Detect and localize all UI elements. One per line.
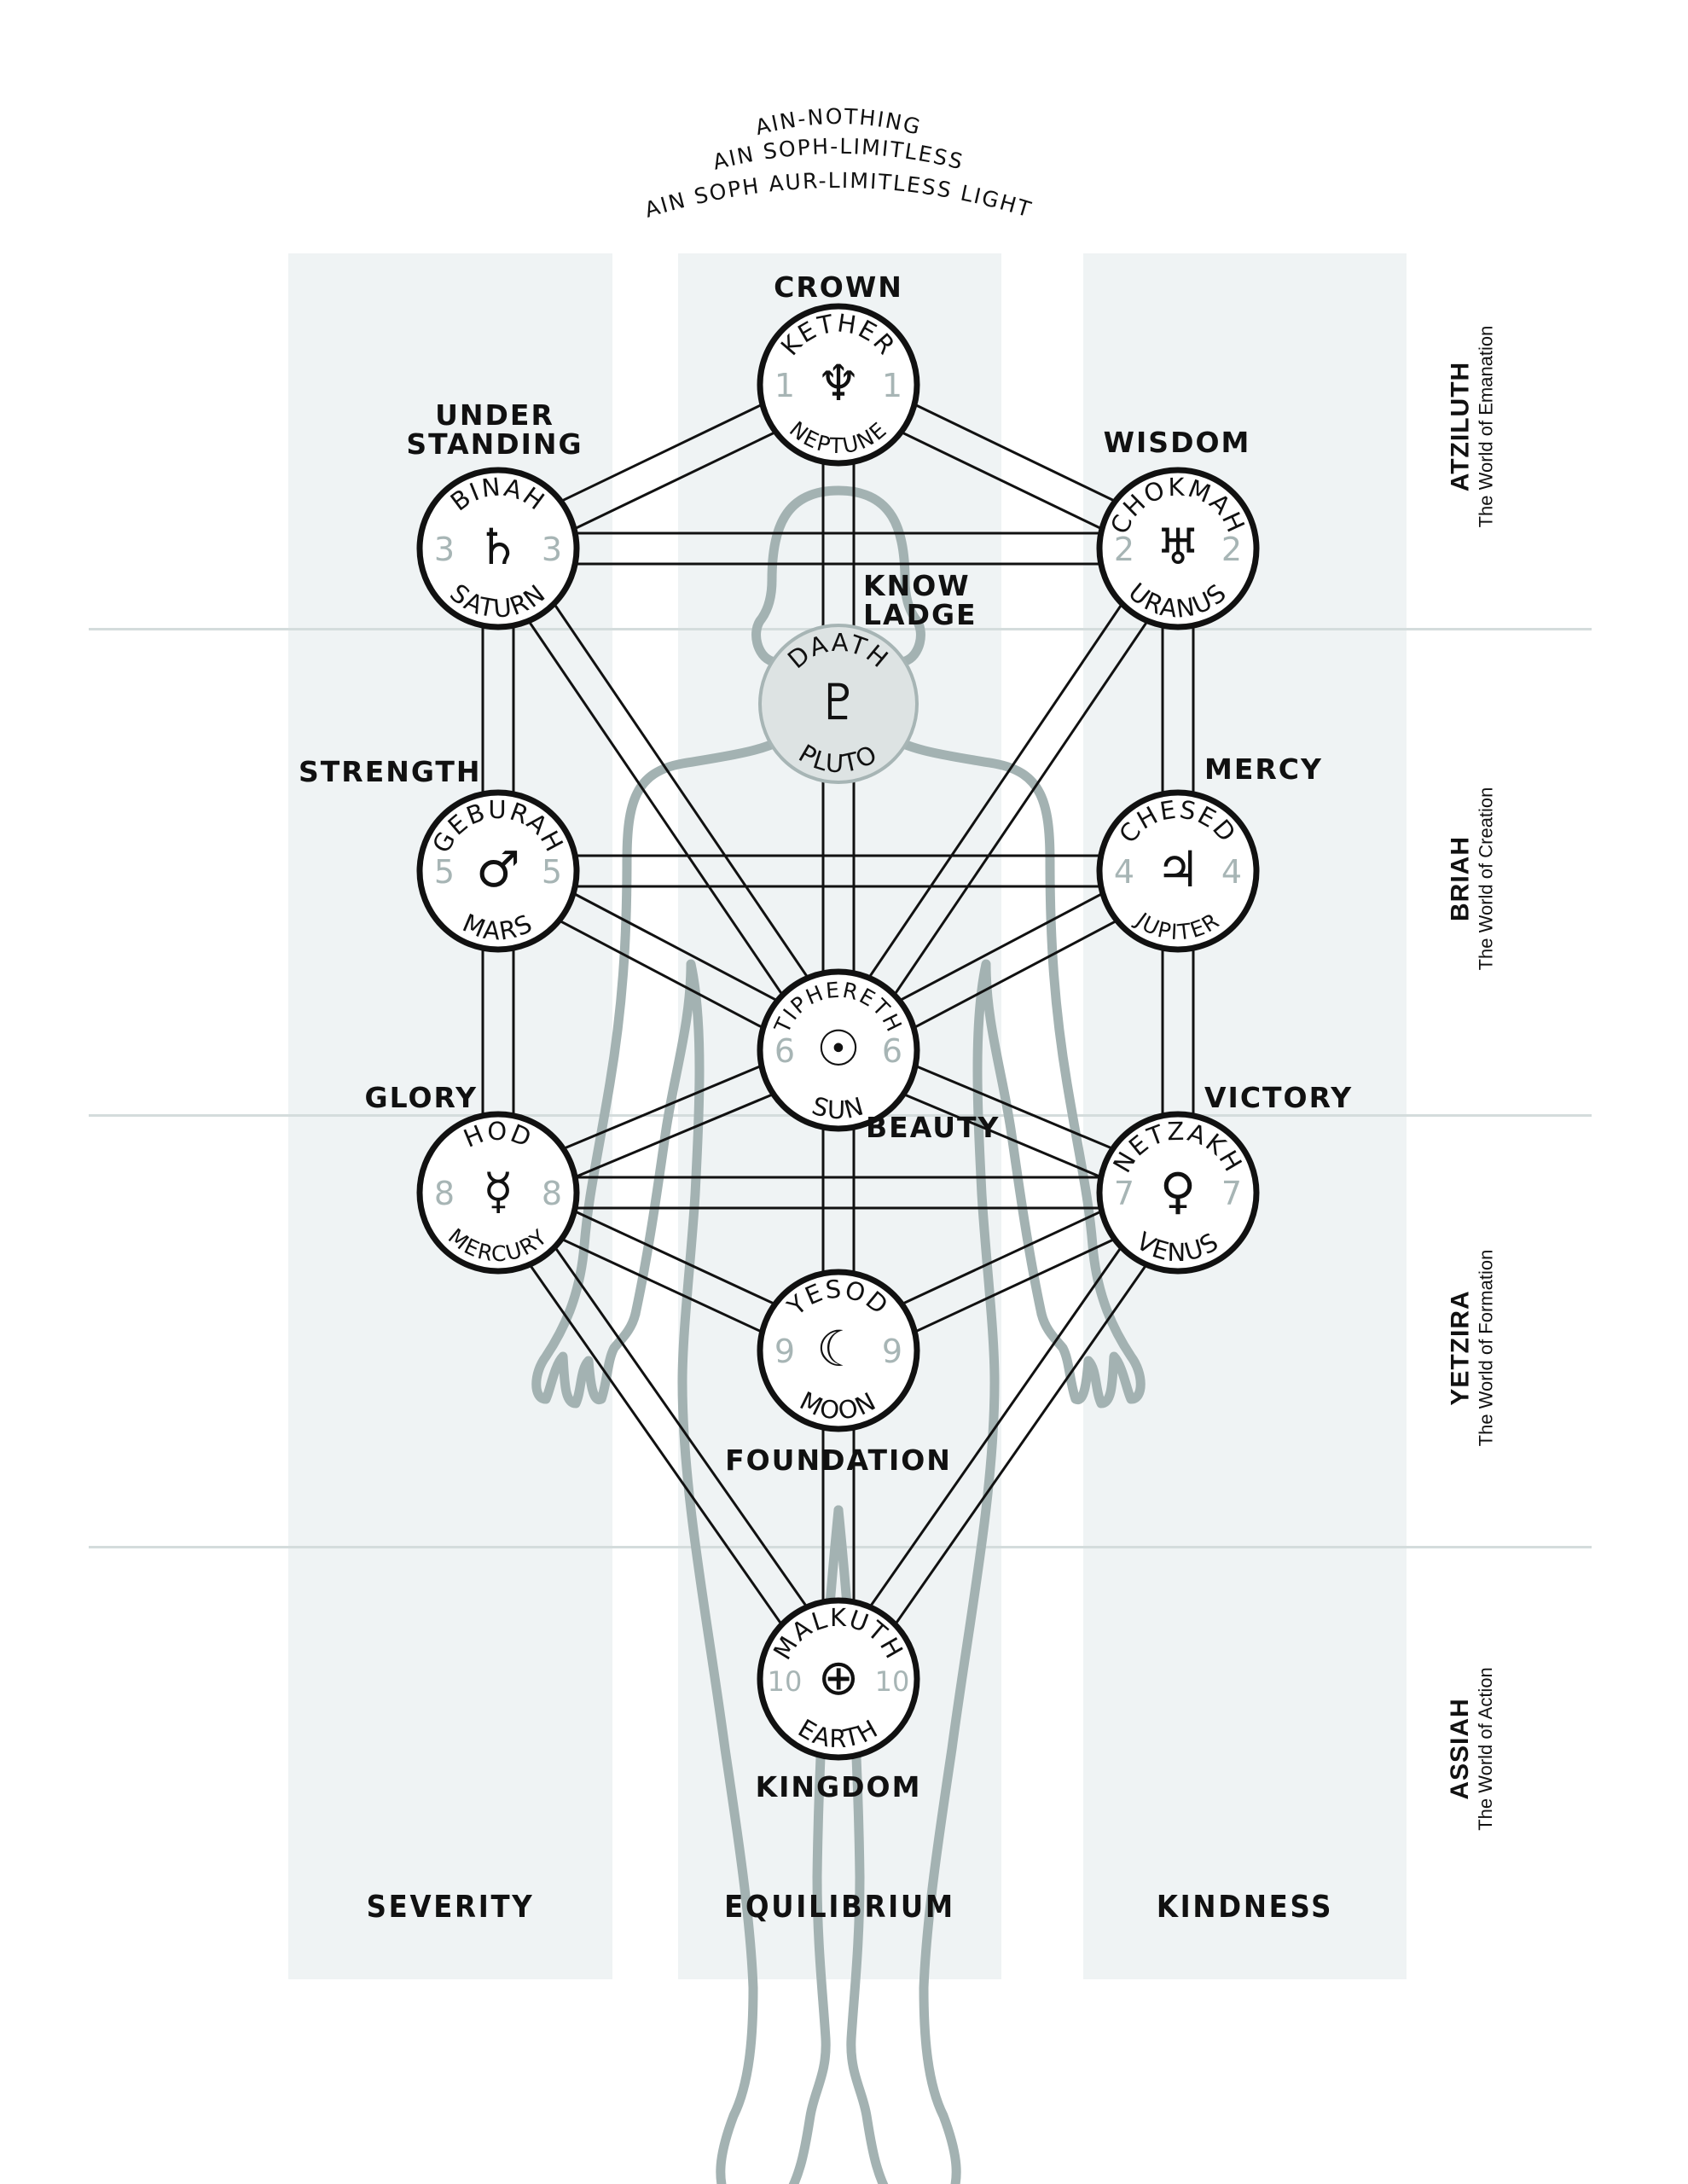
attribute-knowledge-line1: KNOW bbox=[863, 569, 971, 602]
world-yetzira: YETZIRA The World of Formation bbox=[1420, 1177, 1523, 1519]
attribute-knowledge-line2: LADGE bbox=[863, 598, 977, 631]
world-atziluth: ATZILUTH The World of Emanation bbox=[1420, 256, 1523, 597]
path-chokmah-tiphereth bbox=[824, 539, 1167, 1043]
world-subtitle-assiah: The World of Action bbox=[1475, 1667, 1497, 1831]
attribute-understanding: UNDER STANDING bbox=[392, 401, 597, 459]
attribute-strength: STRENGTH bbox=[299, 755, 482, 788]
attribute-kingdom: KINGDOM bbox=[755, 1770, 922, 1804]
sephirah-number-left: 1 bbox=[774, 367, 795, 404]
attribute-crown: CROWN bbox=[774, 270, 903, 304]
sephirah-circle-chesed bbox=[1096, 789, 1260, 953]
attribute-mercy: MERCY bbox=[1204, 752, 1323, 786]
sephirah-number-right: 4 bbox=[1221, 853, 1242, 891]
sephirah-number-right: 6 bbox=[882, 1032, 902, 1070]
sephirah-number-right: 10 bbox=[875, 1665, 910, 1698]
sephirah-number-left: 9 bbox=[774, 1333, 795, 1370]
path-hod-malkuth bbox=[509, 1182, 852, 1671]
planet-symbol-uranus-icon: ♅ bbox=[1156, 518, 1200, 576]
world-briah: BRIAH The World of Creation bbox=[1420, 708, 1523, 1049]
sephirah-number-left: 4 bbox=[1114, 853, 1134, 891]
planet-symbol-neptune-icon: ♆ bbox=[816, 354, 861, 412]
sephirah-number-right: 1 bbox=[882, 367, 902, 404]
planet-symbol-pluto-icon: ♇ bbox=[816, 673, 861, 731]
planet-symbol-jupiter-icon: ♃ bbox=[1156, 840, 1200, 898]
ain-soph-aur-text: AIN SOPH AUR-LIMITLESS LIGHT bbox=[641, 168, 1035, 223]
attribute-victory: VICTORY bbox=[1204, 1081, 1354, 1114]
sephirah-number-left: 10 bbox=[768, 1665, 803, 1698]
ain-header: AIN-NOTHING AIN SOPH-LIMITLESS AIN SOPH … bbox=[641, 104, 1035, 223]
sephirah-number-left: 2 bbox=[1114, 531, 1134, 568]
world-assiah: ASSIAH The World of Action bbox=[1420, 1604, 1523, 1894]
sephirah-circle-chokmah bbox=[1096, 467, 1260, 630]
sephirah-circle-malkuth bbox=[757, 1597, 920, 1761]
sephirah-planet-tiphereth: SUN bbox=[809, 1091, 868, 1124]
sephirah-circle-netzakh bbox=[1096, 1111, 1260, 1275]
sephirah-number-left: 7 bbox=[1114, 1175, 1134, 1212]
sephirah-circle-binah bbox=[416, 467, 580, 630]
planet-symbol-venus-icon: ♀ bbox=[1160, 1162, 1196, 1220]
sephirah-number-right: 5 bbox=[542, 853, 562, 891]
planet-symbol-moon-icon: ☾ bbox=[816, 1320, 861, 1378]
sephirah-number-right: 3 bbox=[542, 531, 562, 568]
world-name-yetzira: YETZIRA bbox=[1446, 1290, 1474, 1406]
world-subtitle-atziluth: The World of Emanation bbox=[1475, 325, 1497, 528]
path-chokmah-tiphereth bbox=[850, 556, 1192, 1060]
sephirah-circle-yesod bbox=[757, 1269, 920, 1432]
pillar-label-kindness: KINDNESS bbox=[1156, 1890, 1334, 1925]
path-hod-malkuth bbox=[484, 1200, 827, 1689]
attribute-understanding-line2: STANDING bbox=[406, 427, 583, 461]
planet-symbol-saturn-icon: ♄ bbox=[476, 518, 520, 576]
sephirah-number-right: 2 bbox=[1221, 531, 1242, 568]
sephirah-number-left: 3 bbox=[434, 531, 455, 568]
planet-symbol-mars-icon: ♂ bbox=[476, 840, 520, 898]
sephirah-number-left: 6 bbox=[774, 1032, 795, 1070]
attribute-knowledge: KNOW LADGE bbox=[863, 572, 1000, 630]
attribute-glory: GLORY bbox=[364, 1081, 478, 1114]
path-netzakh-malkuth bbox=[825, 1182, 1167, 1671]
path-netzakh-malkuth bbox=[850, 1200, 1192, 1689]
sephirah-number-right: 7 bbox=[1221, 1175, 1242, 1212]
sephirah-circle-geburah bbox=[416, 789, 580, 953]
path-binah-tiphereth bbox=[484, 556, 827, 1060]
world-name-briah: BRIAH bbox=[1446, 836, 1474, 921]
sephirah-circle-daath bbox=[758, 624, 919, 784]
world-subtitle-briah: The World of Creation bbox=[1475, 787, 1496, 971]
attribute-foundation: FOUNDATION bbox=[725, 1443, 952, 1477]
planet-symbol-sun-icon: ☉ bbox=[816, 1019, 861, 1077]
planet-symbol-earth-icon: ⊕ bbox=[818, 1648, 860, 1706]
sephirah-circle-tiphereth bbox=[757, 968, 920, 1132]
sephirah-circle-hod bbox=[416, 1111, 580, 1275]
world-subtitle-yetzira: The World of Formation bbox=[1475, 1249, 1496, 1447]
sephirah-number-right: 9 bbox=[882, 1333, 902, 1370]
planet-symbol-mercury-icon: ☿ bbox=[483, 1162, 513, 1220]
attribute-beauty: BEAUTY bbox=[866, 1111, 1001, 1144]
sephirah-number-left: 5 bbox=[434, 853, 455, 891]
world-name-assiah: ASSIAH bbox=[1446, 1698, 1475, 1800]
path-binah-tiphereth bbox=[509, 539, 853, 1043]
sephirah-circle-kether bbox=[757, 303, 920, 467]
pillar-label-equilibrium: EQUILIBRIUM bbox=[724, 1890, 955, 1925]
sephirah-number-right: 8 bbox=[542, 1175, 562, 1212]
attribute-understanding-line1: UNDER bbox=[435, 398, 554, 432]
sephirah-number-left: 8 bbox=[434, 1175, 455, 1212]
attribute-wisdom: WISDOM bbox=[1103, 426, 1251, 459]
pillar-label-severity: SEVERITY bbox=[366, 1890, 535, 1925]
world-name-atziluth: ATZILUTH bbox=[1446, 361, 1475, 492]
